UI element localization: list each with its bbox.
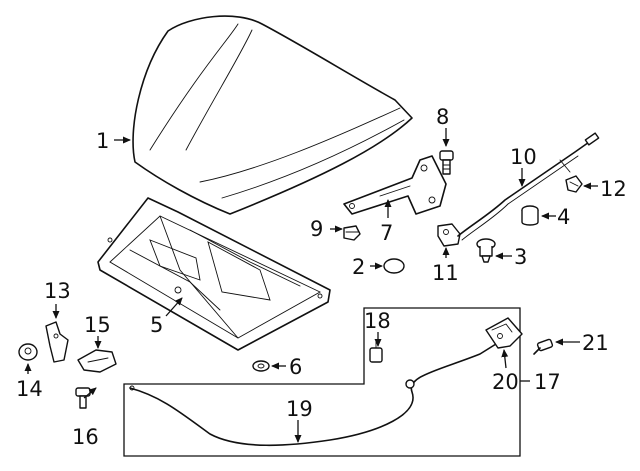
callout-10: 10 (510, 145, 537, 169)
release-cable-icon (129, 343, 497, 447)
callout-18: 18 (364, 309, 391, 333)
callout-9: 9 (310, 217, 323, 241)
callout-6: 6 (289, 355, 302, 379)
hood-bumper-icon (521, 205, 539, 226)
grommet-icon (252, 360, 270, 372)
callout-11: 11 (432, 261, 459, 285)
callout-19: 19 (286, 397, 313, 421)
cable-connector-icon (369, 339, 383, 363)
hood-clip-icon (343, 225, 361, 241)
nut-icon (18, 343, 38, 361)
cable-group-box (123, 307, 521, 457)
hood-insulator-icon (97, 197, 331, 351)
callout-7: 7 (380, 221, 393, 245)
callout-20: 20 (492, 370, 519, 394)
hood-adjuster-icon (476, 238, 496, 263)
callout-1: 1 (96, 129, 109, 153)
callout-12: 12 (600, 177, 627, 201)
callout-14: 14 (16, 377, 43, 401)
screw-icon (75, 387, 91, 409)
callout-3: 3 (514, 245, 527, 269)
prop-rod-bracket-icon (437, 223, 461, 247)
prop-rod-clip-icon (565, 175, 583, 193)
callout-16: 16 (72, 425, 99, 449)
callout-2: 2 (352, 255, 365, 279)
callout-17: 17 (534, 370, 561, 394)
release-handle-icon (45, 321, 69, 363)
callout-5: 5 (150, 313, 163, 337)
callout-4: 4 (557, 205, 570, 229)
prop-rod-icon (457, 132, 600, 241)
hood-plug-icon (383, 258, 405, 274)
callout-8: 8 (436, 105, 449, 129)
callout-15: 15 (84, 313, 111, 337)
latch-bolt-icon (533, 338, 554, 355)
hood-latch-icon (485, 317, 523, 349)
hood-bolt-icon (439, 150, 454, 175)
hood-panel-icon (132, 15, 413, 215)
callout-21: 21 (582, 331, 609, 355)
callout-13: 13 (44, 279, 71, 303)
hood-hinge-icon (343, 155, 447, 215)
release-lever-icon (77, 349, 117, 373)
